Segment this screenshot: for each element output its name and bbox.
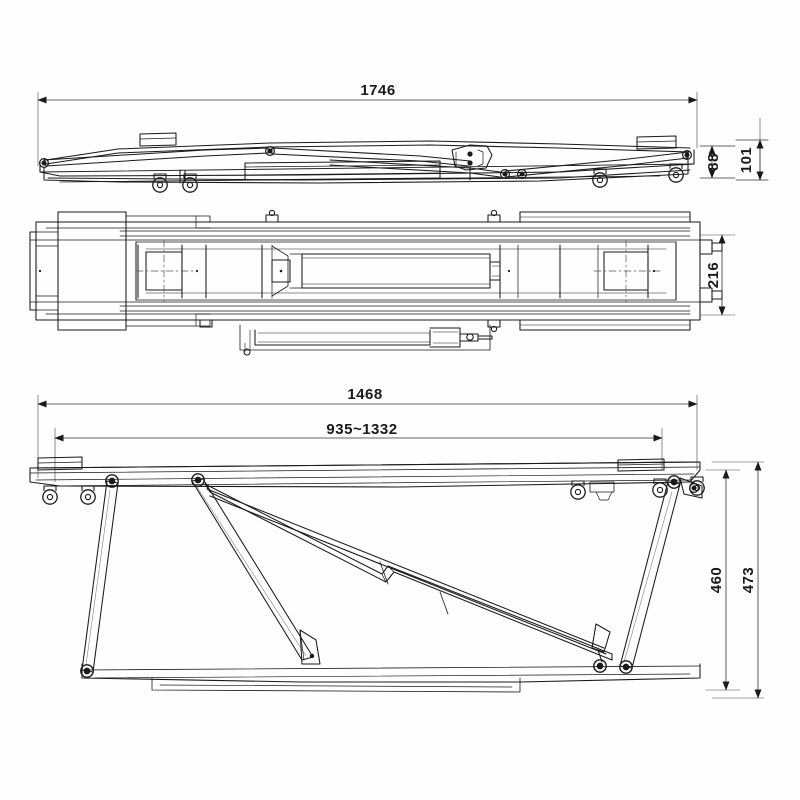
dimension-label-216: 216 — [705, 262, 722, 289]
plan-right-end-lugs — [699, 239, 723, 303]
dimension-label-460: 460 — [708, 567, 725, 594]
center-joint-bracket-right-raised — [591, 623, 611, 653]
plan-lift-pad-left — [135, 239, 195, 303]
plan-lift-pad-right — [593, 239, 661, 303]
secondary-link-bar-raised — [206, 488, 607, 655]
lift-platform-raised — [29, 461, 701, 488]
plan-runway-beams — [119, 230, 691, 312]
plan-cross-members — [137, 244, 649, 299]
dimension-line-101 — [735, 139, 769, 181]
scissor-arm-right-inner-collapsed — [329, 159, 501, 178]
center-joint-bracket-left-raised — [299, 629, 321, 665]
view-plan-top — [29, 209, 736, 356]
plan-control-box — [29, 211, 127, 331]
dimension-label-473: 473 — [740, 567, 757, 594]
deck-support-bracket-raised — [589, 481, 615, 501]
view-side-elevation-raised — [29, 394, 765, 699]
plan-right-side-plates — [519, 211, 691, 331]
dimension-label-1468: 1468 — [347, 386, 382, 403]
scissor-arm-left-outer-raised — [80, 474, 119, 678]
dimension-label-101: 101 — [738, 147, 755, 174]
center-knuckle-collapsed — [451, 144, 493, 171]
lift-platform-collapsed — [39, 140, 695, 181]
plan-release-rod-assembly — [239, 324, 493, 356]
plan-left-side-plates — [125, 215, 211, 327]
lift-pad-bracket-right-collapsed — [636, 135, 677, 150]
plan-left-end-caps — [29, 231, 59, 311]
scissor-arm-left-inner-raised — [191, 473, 314, 661]
scissor-arm-front-collapsed — [43, 147, 269, 167]
hydraulic-cylinder-raised — [204, 483, 613, 661]
lift-pad-bracket-left-raised — [37, 456, 83, 471]
dimension-line-88 — [699, 145, 736, 179]
dimension-label-935-1332: 935~1332 — [326, 421, 397, 438]
dimension-label-88: 88 — [705, 153, 722, 171]
lift-pad-bracket-right-raised — [617, 458, 665, 472]
deck-pivot-lug-right-raised — [679, 477, 703, 499]
scissor-arm-right-inner-raised — [593, 649, 607, 673]
plan-hydraulic-cylinder — [271, 245, 501, 297]
cylinder-housing-collapsed — [244, 160, 441, 181]
plan-outer-rails — [35, 221, 701, 321]
view-side-elevation-collapsed — [37, 91, 769, 193]
base-frame-raised — [81, 663, 701, 693]
scissor-arm-right-outer-raised — [619, 475, 681, 674]
dimension-label-1746: 1746 — [360, 82, 395, 99]
plan-mount-bosses — [199, 209, 501, 333]
lift-pad-bracket-left-collapsed — [139, 132, 177, 147]
scissor-arm-rear-collapsed — [271, 147, 471, 167]
